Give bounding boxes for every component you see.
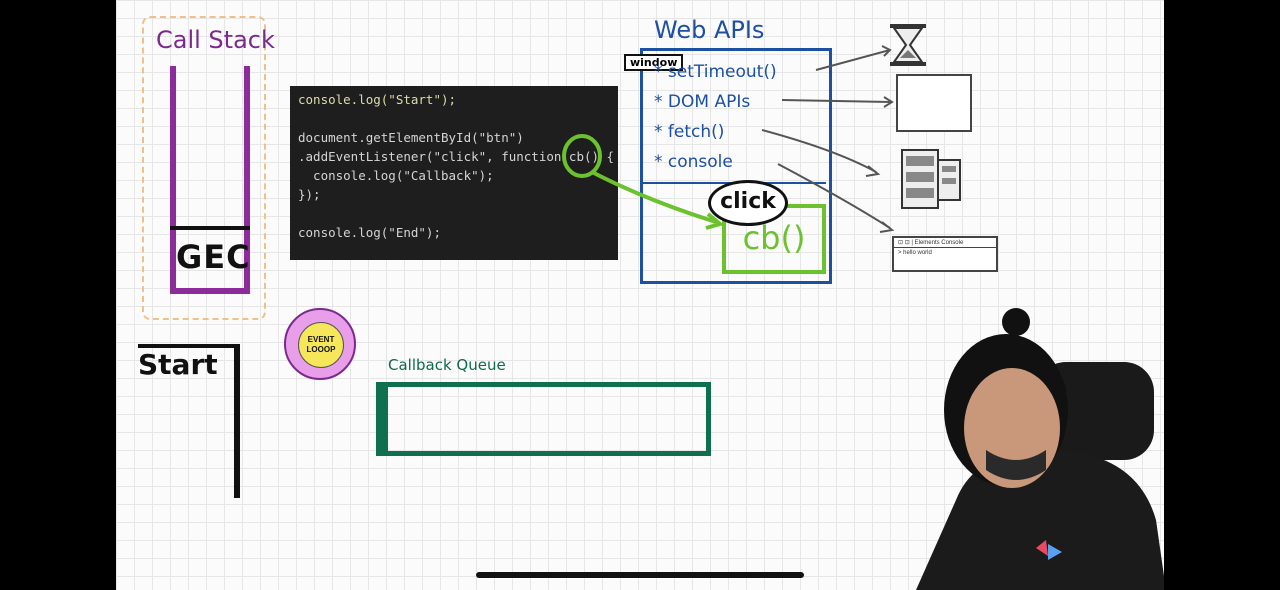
api-item-settimeout: * setTimeout()	[654, 62, 777, 82]
click-event-oval: click	[708, 180, 788, 226]
console-tabs: ⊡ ⊡ | Elements Console	[894, 238, 996, 248]
console-output-start: Start	[138, 348, 218, 381]
event-loop-icon: EVENT LOOOP	[284, 308, 356, 380]
devtools-console-icon: ⊡ ⊡ | Elements Console > hello world	[892, 236, 998, 272]
dom-apis-arrow	[781, 99, 893, 103]
code-snippet: console.log("Start"); document.getElemen…	[290, 86, 618, 260]
server-icon	[901, 149, 961, 209]
api-item-fetch: * fetch()	[654, 122, 725, 142]
gec-divider	[170, 226, 250, 230]
code-line: console.log("End");	[298, 225, 441, 240]
api-item-console: * console	[654, 152, 733, 172]
cb-highlight-circle	[562, 134, 602, 178]
code-line: document.getElementById("btn")	[298, 130, 524, 145]
console-output: > hello world	[898, 250, 932, 256]
home-indicator	[476, 572, 804, 578]
diagram-arrows	[562, 45, 895, 233]
cb-arrow	[591, 170, 717, 224]
web-apis-container	[640, 48, 832, 284]
code-line: console.log("Start");	[298, 92, 457, 107]
settimeout-arrow	[815, 49, 891, 71]
fetch-arrow	[761, 129, 877, 173]
event-loop-label: EVENT LOOOP	[298, 322, 344, 368]
presenter-video	[916, 308, 1164, 590]
web-apis-title: Web APIs	[654, 16, 765, 44]
callback-queue-title: Callback Queue	[388, 356, 506, 374]
dom-document-icon	[896, 74, 972, 132]
code-line: });	[298, 187, 321, 202]
hourglass-icon	[890, 24, 926, 66]
callback-queue-box	[376, 382, 711, 456]
api-item-dom-apis: * DOM APIs	[654, 92, 751, 112]
code-line: console.log("Callback");	[298, 168, 494, 183]
console-output-top-line	[138, 344, 240, 348]
gec-frame-label: GEC	[176, 238, 251, 276]
console-output-divider	[234, 344, 240, 498]
window-label: window	[624, 54, 684, 71]
call-stack-dashed-outline	[142, 16, 266, 320]
console-arrow	[777, 163, 891, 229]
code-line: .addEventListener("click", function cb()…	[298, 149, 615, 164]
whiteboard-canvas: Call Stack GEC console.log("Start"); doc…	[116, 0, 1164, 590]
call-stack-title: Call Stack	[156, 26, 275, 54]
call-stack-container	[170, 66, 250, 294]
